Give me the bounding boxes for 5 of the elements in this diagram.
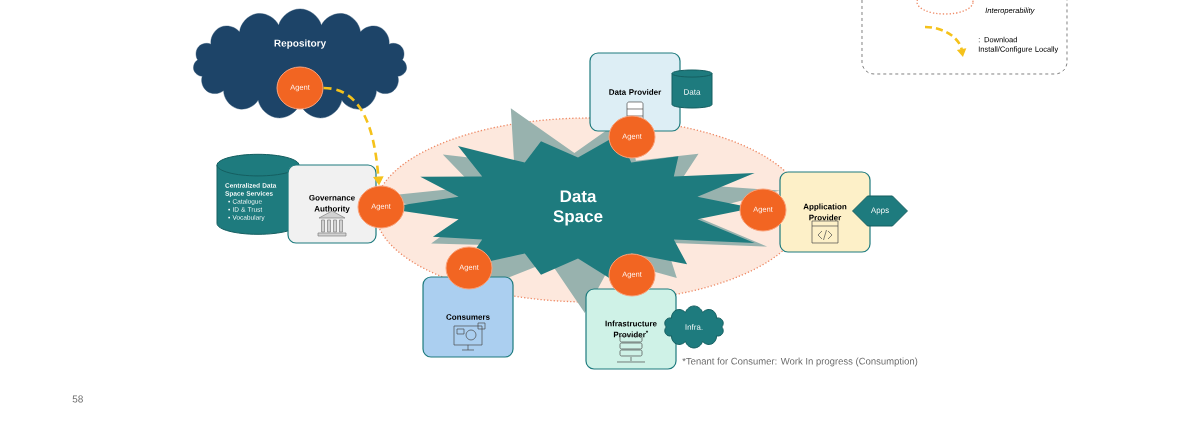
page-number: 58 <box>72 395 83 403</box>
rounded-box: Application Provider <box>779 171 871 253</box>
note-text: *Tenant for Consumer: Work In progress (Consumption) <box>682 357 918 367</box>
cylinder: Data <box>671 69 713 109</box>
hexagon: Apps <box>852 195 908 227</box>
